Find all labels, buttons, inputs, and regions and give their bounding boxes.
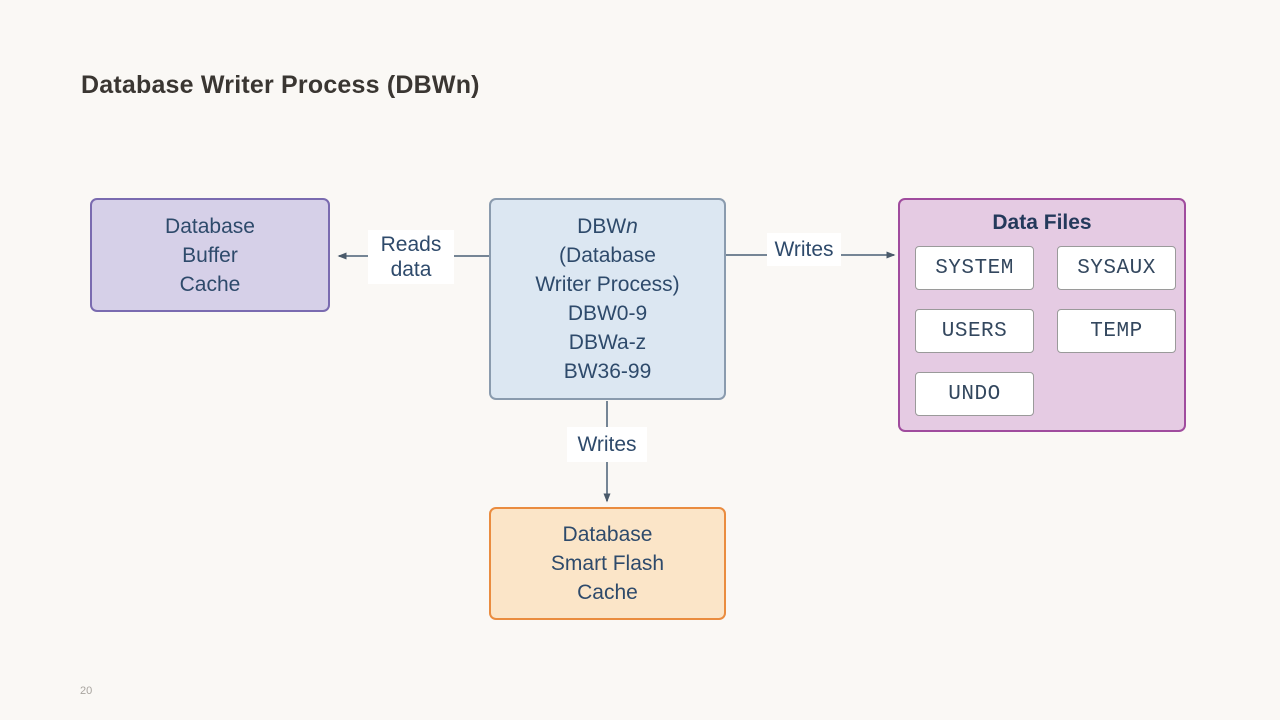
page-title: Database Writer Process (DBWn) bbox=[81, 71, 480, 99]
dbwn-line-6: BW36-99 bbox=[563, 360, 652, 383]
dbwn-name-italic-n: n bbox=[626, 215, 638, 238]
reads-data-label-line-2: data bbox=[390, 258, 432, 281]
dbwn-name-line: DBWn bbox=[491, 212, 724, 241]
smart-flash-cache-box: Database Smart Flash Cache bbox=[489, 507, 726, 620]
dbwn-name-prefix: DBW bbox=[577, 215, 627, 238]
buffer-cache-line-1: Database bbox=[165, 214, 255, 238]
reads-data-label-line-1: Reads bbox=[380, 233, 442, 256]
reads-data-label: Reads data bbox=[368, 230, 454, 284]
data-files-grid: SYSTEM SYSAUX USERS TEMP UNDO bbox=[915, 246, 1176, 416]
dbwn-line-3: Writer Process) bbox=[535, 273, 680, 296]
flash-cache-line-3: Cache bbox=[577, 581, 638, 604]
buffer-cache-line-3: Cache bbox=[179, 272, 241, 296]
data-file-temp: TEMP bbox=[1057, 309, 1176, 353]
writes-down-label: Writes bbox=[567, 427, 647, 462]
dbwn-line-4: DBW0-9 bbox=[567, 302, 648, 325]
buffer-cache-line-2: Buffer bbox=[182, 243, 238, 267]
data-files-title: Data Files bbox=[992, 211, 1092, 234]
page-number: 20 bbox=[80, 685, 93, 697]
dbwn-process-box: DBWn (Database Writer Process) DBW0-9 DB… bbox=[489, 198, 726, 400]
dbwn-line-2: (Database bbox=[559, 244, 656, 267]
data-file-undo: UNDO bbox=[915, 372, 1034, 416]
data-file-users: USERS bbox=[915, 309, 1034, 353]
flash-cache-line-1: Database bbox=[562, 523, 653, 546]
flash-cache-line-2: Smart Flash bbox=[550, 552, 665, 575]
data-file-system: SYSTEM bbox=[915, 246, 1034, 290]
data-file-sysaux: SYSAUX bbox=[1057, 246, 1176, 290]
dbwn-line-5: DBWa-z bbox=[568, 331, 647, 354]
data-files-box: Data Files SYSTEM SYSAUX USERS TEMP UNDO bbox=[898, 198, 1186, 432]
writes-right-label: Writes bbox=[767, 233, 841, 266]
database-buffer-cache-box: Database Buffer Cache bbox=[90, 198, 330, 312]
